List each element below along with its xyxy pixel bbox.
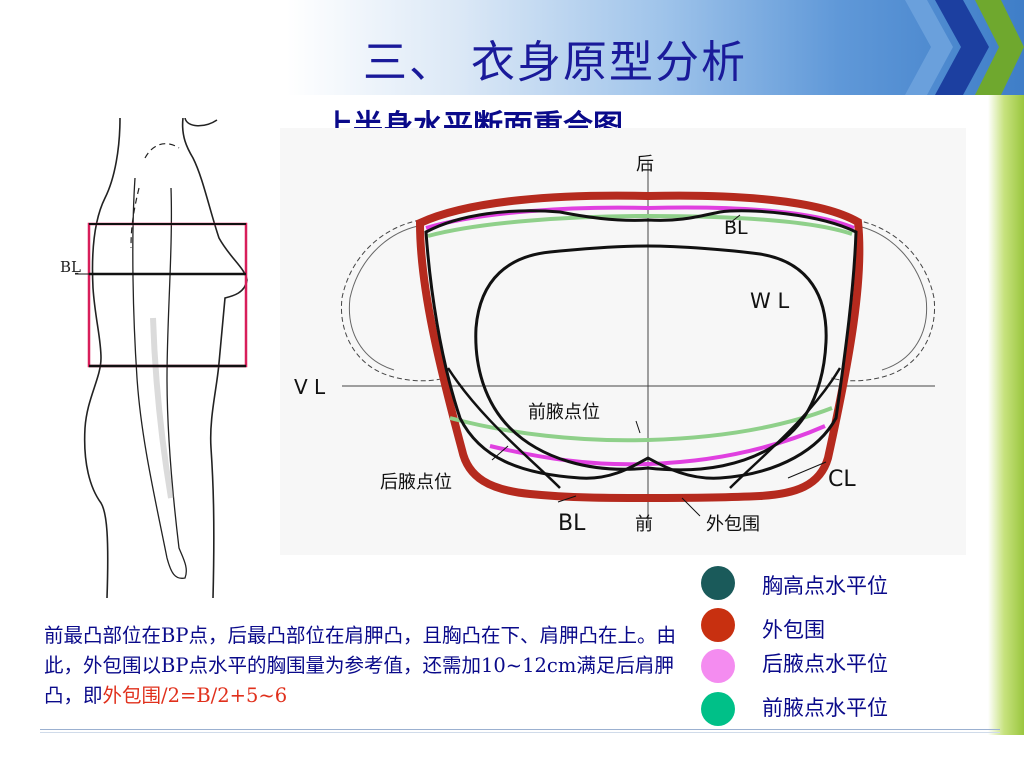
label-front-armpit: 前腋点位	[528, 402, 600, 423]
label-cl: CL	[828, 467, 856, 492]
note-text: 前最凸部位在BP点，后最凸部位在肩胛凸，且胸凸在下、肩胛凸在上。由此，外包围以B…	[44, 624, 676, 707]
label-outer: 外包围	[706, 514, 760, 535]
legend-label-bust: 胸高点水平位	[762, 574, 888, 598]
bust-line-contour	[424, 209, 858, 480]
footer-rule	[40, 729, 1000, 730]
cross-section-diagram: 后 BL W L V L 前腋点位 后腋点位 CL BL 前 外包围	[280, 128, 966, 555]
legend-label-front-armpit: 前腋点水平位	[762, 696, 888, 720]
waist-line-contour	[474, 244, 828, 472]
footer-rule-secondary	[40, 732, 1000, 733]
slide-title: 三、 衣身原型分析	[363, 37, 747, 88]
legend-label-back-armpit: 后腋点水平位	[762, 652, 888, 676]
label-wl: W L	[750, 289, 789, 313]
chevron-decoration	[905, 0, 1024, 95]
outer-envelope	[415, 191, 864, 502]
note-formula: 外包围/2=B/2+5~6	[102, 684, 288, 707]
left-arm-dashed	[340, 219, 446, 382]
label-bl-bottom: BL	[558, 511, 586, 536]
legend-label-outer: 外包围	[762, 618, 825, 642]
right-arm-dashed	[830, 219, 936, 382]
header-band	[0, 0, 1024, 95]
label-vl: V L	[294, 375, 326, 399]
figure-bl-label: BL	[75, 262, 79, 278]
legend-dot-bust	[701, 566, 735, 600]
legend-dot-front-armpit	[701, 692, 735, 726]
side-stripe	[988, 95, 1024, 735]
legend-dot-back-armpit	[701, 649, 735, 683]
label-back: 后	[636, 154, 654, 175]
figure-bl-text: BL	[60, 258, 81, 276]
back-contour	[83, 118, 121, 598]
legend-dot-outer	[701, 608, 735, 642]
front-contour	[181, 118, 248, 598]
label-bl-top: BL	[724, 217, 748, 239]
front-armpit-line	[427, 213, 853, 238]
label-back-armpit: 后腋点位	[380, 472, 452, 493]
explanation-note: 前最凸部位在BP点，后最凸部位在肩胛凸，且胸凸在下、肩胛凸在上。由此，外包围以B…	[44, 621, 704, 711]
body-profile-figure: BL	[75, 118, 255, 598]
label-front: 前	[635, 514, 653, 535]
